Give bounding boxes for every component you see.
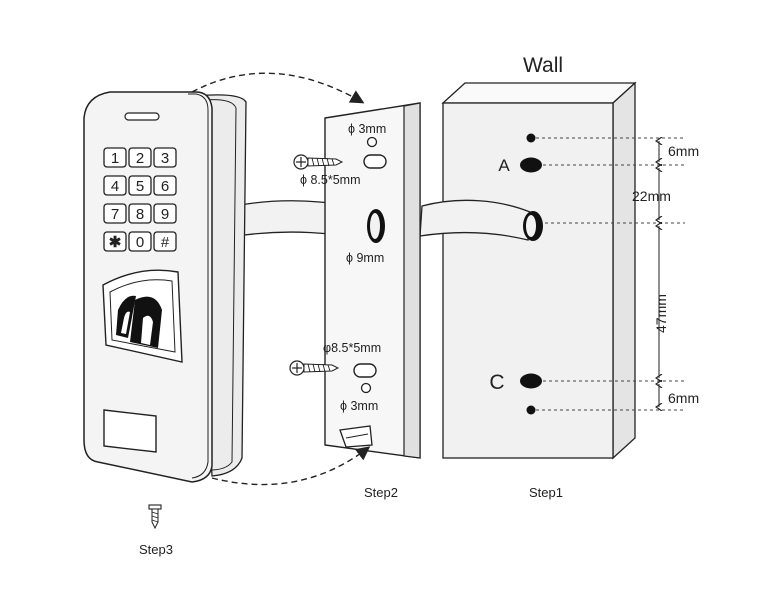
wall-hole-c bbox=[520, 373, 542, 389]
svg-text:9: 9 bbox=[161, 206, 169, 223]
plate-hole-top bbox=[366, 136, 378, 148]
screw-top-icon bbox=[293, 154, 344, 170]
key-8: 8 bbox=[128, 203, 152, 224]
hole-c-label: C bbox=[489, 371, 504, 394]
key-star: ✱ bbox=[103, 231, 127, 252]
plate-top-slot-label: ϕ 8.5*5mm bbox=[300, 173, 361, 187]
key-1: 1 bbox=[103, 147, 127, 168]
plate-cable-hole-label: ϕ 9mm bbox=[346, 251, 384, 265]
key-2: 2 bbox=[128, 147, 152, 168]
svg-text:#: # bbox=[161, 234, 170, 251]
arrow-top bbox=[191, 72, 365, 104]
svg-text:1: 1 bbox=[111, 150, 119, 167]
plate-slot-bottom bbox=[353, 363, 377, 378]
step3-label: Step3 bbox=[139, 542, 173, 557]
wall-hole-a bbox=[520, 157, 542, 173]
svg-text:3: 3 bbox=[161, 150, 169, 167]
step1-label: Step1 bbox=[529, 485, 563, 500]
wall-title: Wall bbox=[523, 54, 563, 77]
svg-text:4: 4 bbox=[111, 178, 119, 195]
wall-hole-bottom bbox=[526, 405, 536, 415]
key-4: 4 bbox=[103, 175, 127, 196]
plate-top-hole-label: ϕ 3mm bbox=[348, 122, 386, 136]
key-0: 0 bbox=[128, 231, 152, 252]
step2-label: Step2 bbox=[364, 485, 398, 500]
arrow-bottom bbox=[211, 446, 371, 486]
keypad: 1 2 3 4 5 6 7 8 9 ✱ 0 # bbox=[103, 147, 177, 252]
dim-top-gap: 6mm bbox=[668, 143, 699, 159]
svg-text:0: 0 bbox=[136, 234, 144, 251]
mounting-plate bbox=[324, 102, 421, 459]
dim-a-to-cable: 22mm bbox=[632, 188, 671, 204]
dim-cable-to-c: 47mm bbox=[653, 294, 669, 333]
plate-hole-bottom bbox=[360, 382, 372, 394]
wall-block bbox=[441, 81, 637, 460]
key-hash: # bbox=[153, 231, 177, 252]
screw-bottom-icon bbox=[289, 360, 340, 376]
svg-text:✱: ✱ bbox=[109, 234, 122, 251]
key-9: 9 bbox=[153, 203, 177, 224]
bottom-screw-icon bbox=[148, 504, 162, 530]
svg-text:6: 6 bbox=[161, 178, 169, 195]
key-5: 5 bbox=[128, 175, 152, 196]
key-6: 6 bbox=[153, 175, 177, 196]
svg-text:8: 8 bbox=[136, 206, 144, 223]
plate-bottom-slot-label: φ8.5*5mm bbox=[323, 341, 381, 355]
key-7: 7 bbox=[103, 203, 127, 224]
hole-a-label: A bbox=[498, 156, 510, 175]
key-3: 3 bbox=[153, 147, 177, 168]
wall-hole-top bbox=[526, 133, 536, 143]
dim-bottom-gap: 6mm bbox=[668, 390, 699, 406]
plate-slot-top bbox=[363, 154, 387, 169]
svg-text:7: 7 bbox=[111, 206, 119, 223]
svg-text:2: 2 bbox=[136, 150, 144, 167]
plate-bottom-hole-label: ϕ 3mm bbox=[340, 399, 378, 413]
svg-text:5: 5 bbox=[136, 178, 144, 195]
